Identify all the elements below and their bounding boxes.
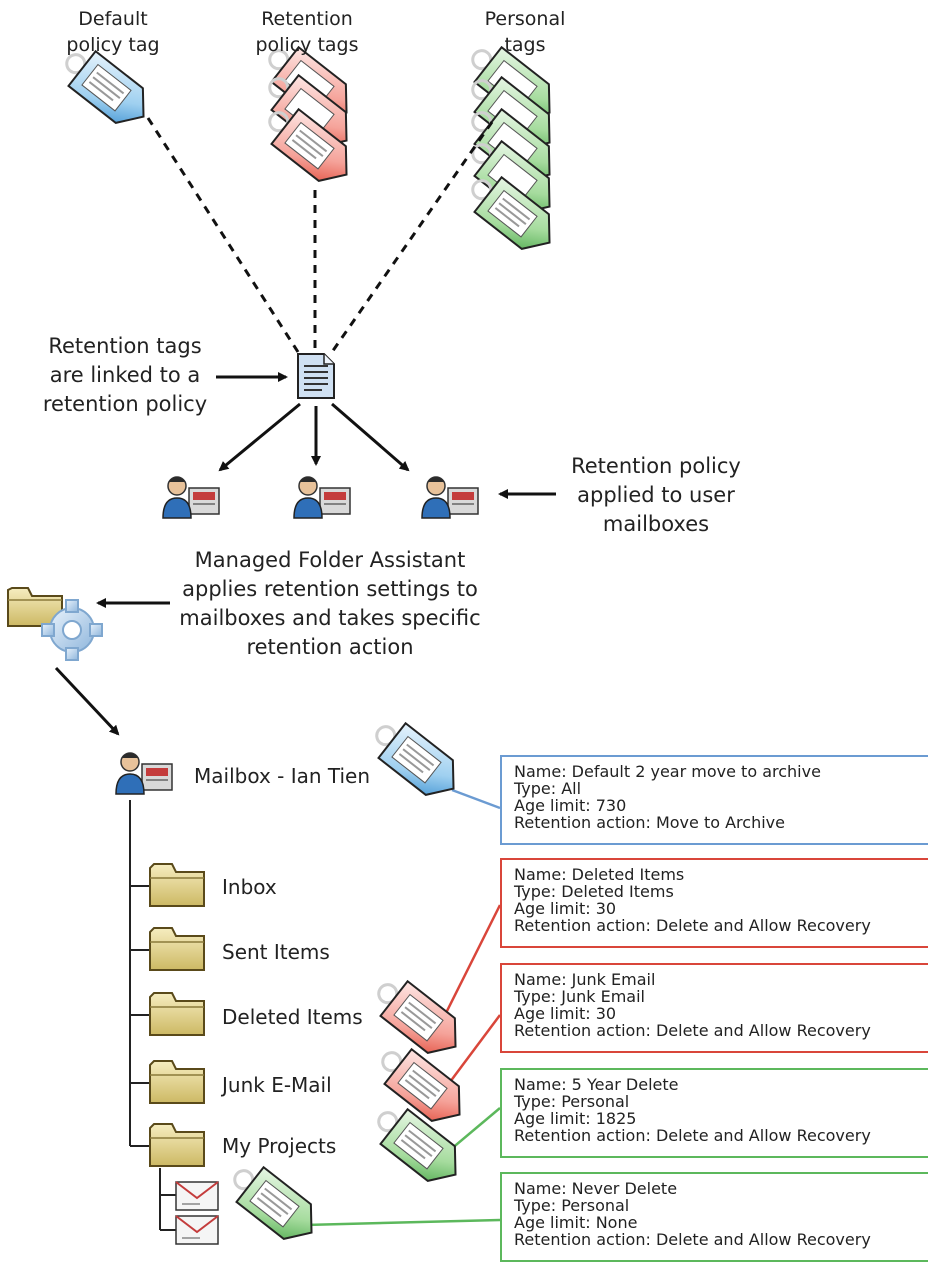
label-line: Personal <box>484 8 566 30</box>
info-type: Type: Personal <box>514 1092 630 1111</box>
label-default-policy-tag: Default policy tag <box>38 6 188 58</box>
info-type: Type: All <box>514 779 582 798</box>
info-action: Retention action: Delete and Allow Recov… <box>514 916 871 935</box>
folder-label-inbox: Inbox <box>222 875 277 899</box>
info-action: Retention action: Delete and Allow Recov… <box>514 1230 871 1249</box>
info-age: Age limit: 1825 <box>514 1109 637 1128</box>
user-mailbox-icon-2 <box>293 476 351 519</box>
info-box-junk-email: Name: Junk Email Type: Junk Email Age li… <box>500 963 928 1053</box>
label-line: applies retention settings to <box>182 577 478 601</box>
label-line: applied to user <box>577 483 735 507</box>
info-name: Name: 5 Year Delete <box>514 1075 679 1094</box>
folder-icon-junk-email <box>149 1060 205 1104</box>
info-name: Name: Junk Email <box>514 970 656 989</box>
info-type: Type: Deleted Items <box>514 882 674 901</box>
folder-tree-lines <box>129 800 176 1231</box>
deleted-items-tag-icon <box>377 979 457 1054</box>
label-line: policy tag <box>66 34 160 56</box>
label-line: Retention <box>261 8 353 30</box>
label-line: mailboxes <box>602 512 710 536</box>
label-managed-folder-assistant: Managed Folder Assistant applies retenti… <box>150 546 510 662</box>
info-box-5-year-delete: Name: 5 Year Delete Type: Personal Age l… <box>500 1068 928 1158</box>
user-mailbox-icon-3 <box>421 476 479 519</box>
tag-connector-lines <box>304 788 502 1227</box>
managed-folder-assistant-icon <box>7 587 103 661</box>
folder-label-junk-email: Junk E-Mail <box>222 1073 332 1097</box>
folder-icon-deleted-items <box>149 992 205 1036</box>
email-message-icon-2 <box>175 1215 219 1245</box>
messages-tag-icon <box>233 1165 313 1240</box>
personal-tags-icon <box>471 45 551 250</box>
user-mailbox-icon-1 <box>162 476 220 519</box>
info-box-default-tag: Name: Default 2 year move to archive Typ… <box>500 755 928 845</box>
label-line: Managed Folder Assistant <box>194 548 466 572</box>
label-line: Retention tags <box>48 334 202 358</box>
dashed-connectors <box>146 117 494 353</box>
folder-label-sent-items: Sent Items <box>222 940 330 964</box>
info-type: Type: Personal <box>514 1196 630 1215</box>
default-policy-tag-icon <box>65 49 145 124</box>
label-policy-applied-to-mailboxes: Retention policy applied to user mailbox… <box>546 452 766 539</box>
folder-icon-inbox <box>149 863 205 907</box>
label-line: Default <box>78 8 148 30</box>
my-projects-tag-icon <box>377 1107 457 1182</box>
label-line: are linked to a <box>49 363 201 387</box>
folder-label-my-projects: My Projects <box>222 1134 337 1158</box>
info-age: Age limit: 30 <box>514 899 617 918</box>
junk-email-tag-icon <box>381 1047 461 1122</box>
arrows <box>54 372 556 736</box>
folder-icon-my-projects <box>149 1123 205 1167</box>
info-box-never-delete: Name: Never Delete Type: Personal Age li… <box>500 1172 928 1262</box>
folder-label-deleted-items: Deleted Items <box>222 1005 363 1029</box>
info-name: Name: Deleted Items <box>514 865 685 884</box>
info-age: Age limit: 30 <box>514 1004 617 1023</box>
label-line: retention policy <box>42 392 208 416</box>
info-action: Retention action: Move to Archive <box>514 813 785 832</box>
label-line: retention action <box>246 635 414 659</box>
label-line: tags <box>504 34 546 56</box>
label-tags-linked-to-policy: Retention tags are linked to a retention… <box>20 332 230 419</box>
info-box-deleted-items: Name: Deleted Items Type: Deleted Items … <box>500 858 928 948</box>
retention-policy-document-icon <box>297 353 335 399</box>
info-action: Retention action: Delete and Allow Recov… <box>514 1021 871 1040</box>
label-line: policy tags <box>255 34 359 56</box>
default-tag-mailbox-icon <box>375 721 455 796</box>
info-name: Name: Default 2 year move to archive <box>514 762 821 781</box>
mailbox-user-icon <box>115 752 173 795</box>
label-line: mailboxes and takes specific <box>179 606 481 630</box>
info-type: Type: Junk Email <box>514 987 645 1006</box>
mailbox-label: Mailbox - Ian Tien <box>194 764 371 788</box>
info-name: Name: Never Delete <box>514 1179 678 1198</box>
info-age: Age limit: 730 <box>514 796 627 815</box>
label-line: Retention policy <box>571 454 741 478</box>
info-age: Age limit: None <box>514 1213 638 1232</box>
label-personal-tags: Personal tags <box>450 6 600 58</box>
info-action: Retention action: Delete and Allow Recov… <box>514 1126 871 1145</box>
folder-icon-sent-items <box>149 927 205 971</box>
label-retention-policy-tags: Retention policy tags <box>232 6 382 58</box>
retention-policy-tags-icon <box>268 45 348 182</box>
email-message-icon-1 <box>175 1181 219 1211</box>
